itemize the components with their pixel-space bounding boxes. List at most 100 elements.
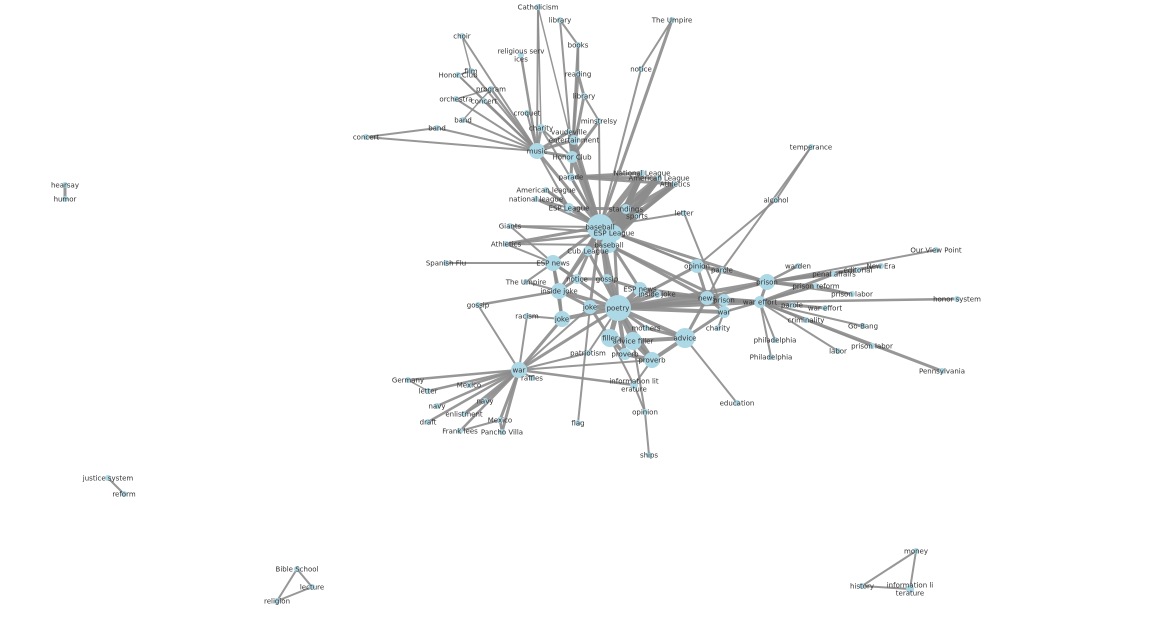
node-esp-league-top xyxy=(564,203,574,213)
node-label-filler: filler xyxy=(602,335,618,343)
node-label-religion: religion xyxy=(264,598,290,606)
node-label-navy-top: navy xyxy=(476,398,493,406)
node-prison xyxy=(759,274,775,290)
node-honor-club-top xyxy=(455,72,461,78)
node-new-era xyxy=(878,263,884,269)
node-label-patriotism: patriotism xyxy=(570,350,606,358)
node-label-library2: library xyxy=(573,93,596,101)
node-label-enlistment: enlistment xyxy=(445,411,483,419)
node-label-hearsay: hearsay xyxy=(51,182,79,190)
node-proverb xyxy=(619,348,631,360)
node-cub-league xyxy=(583,246,593,256)
node-frank-lees xyxy=(457,428,463,434)
node-label-pennsylvania: Pennsylvania xyxy=(919,368,965,376)
edge-cub-league-inside-joke xyxy=(558,250,589,292)
node-criminality xyxy=(803,317,809,323)
node-navy-top xyxy=(482,398,488,404)
node-editorial xyxy=(855,267,861,273)
node-warden xyxy=(795,263,801,269)
node-label-pancho-villa: Pancho Villa xyxy=(481,429,523,437)
node-parole xyxy=(719,267,725,273)
node-label-esp-news2: ESP news xyxy=(623,286,657,294)
node-label-sports: sports xyxy=(626,213,648,221)
node-the-umpire-top xyxy=(669,17,675,23)
node-label-mexico-top: Mexico xyxy=(457,382,481,390)
edge-band-top-program xyxy=(462,88,492,121)
node-label-parole2: parole xyxy=(781,302,803,310)
node-label-humor: humor xyxy=(54,196,77,204)
node-prison-reform xyxy=(813,283,819,289)
node-reform xyxy=(121,491,127,497)
node-athletics xyxy=(503,241,509,247)
node-choir xyxy=(459,33,465,39)
edge-enlistment-navy-top xyxy=(463,400,486,415)
edge-information-literature-opinion xyxy=(633,384,646,413)
node-label-navy: navy xyxy=(428,403,445,411)
node-war-mid xyxy=(718,306,730,318)
node-philadelphia-lower xyxy=(772,337,778,343)
edge-film-choir xyxy=(461,35,472,72)
node-esp-news xyxy=(545,255,561,271)
node-lecture xyxy=(309,584,315,590)
node-flag xyxy=(575,420,581,426)
node-proverb2 xyxy=(644,352,660,368)
node-parole2 xyxy=(789,302,795,308)
node-label-prison-labor: prison labor xyxy=(851,343,893,351)
node-label-joke: joke xyxy=(582,304,597,312)
node-reading xyxy=(575,71,581,77)
node-music xyxy=(529,143,545,159)
edge-lecture-religion xyxy=(276,586,313,602)
node-the-umpire xyxy=(523,279,529,285)
edge-notice-top-baseball xyxy=(599,68,642,228)
node-books xyxy=(575,42,581,48)
node-layer xyxy=(62,4,960,604)
edge-music-concert-top xyxy=(482,99,539,153)
node-label-prison2: prison xyxy=(713,297,735,305)
edge-war-effort-top-philadelphia-lower xyxy=(759,301,776,341)
edge-esp-news-athletics xyxy=(505,243,554,264)
node-label-program: program xyxy=(476,86,506,94)
node-inside-joke2 xyxy=(653,290,661,298)
edge-poetry-opinion-mid xyxy=(616,264,699,310)
edge-war-patriotism xyxy=(518,352,589,371)
edge-joke2-war xyxy=(517,317,564,372)
edge-bible-school-religion xyxy=(276,568,298,602)
edge-music-concert xyxy=(365,136,538,152)
node-label-athletics-top: Athletics xyxy=(660,181,691,189)
node-money xyxy=(913,548,919,554)
edge-music-religious-services xyxy=(519,53,539,153)
node-label-baseball: baseball xyxy=(585,224,614,232)
node-label-education: education xyxy=(720,400,755,408)
node-label-proverb: proverb xyxy=(611,351,639,359)
node-enlistment xyxy=(461,411,467,417)
edge-war-frank-lees xyxy=(458,368,521,433)
node-notice xyxy=(572,274,582,284)
edge-sports-athletics-top xyxy=(635,182,677,218)
node-giants xyxy=(507,223,513,229)
node-label-prison-reform: prison reform xyxy=(792,283,839,291)
node-alcohol xyxy=(773,197,779,203)
node-label-lecture: lecture xyxy=(300,584,324,592)
node-label-esp-league-top: ESP League xyxy=(549,205,590,213)
edge-war-effort-top-philadelphia xyxy=(759,301,772,358)
edge-opinion-ships xyxy=(644,411,650,456)
node-catholicism xyxy=(535,4,541,10)
node-label-music: music xyxy=(527,148,548,156)
node-pennsylvania xyxy=(939,368,945,374)
edge-esp-league-prison xyxy=(612,231,769,284)
node-advice-filler xyxy=(624,332,642,350)
node-label-spanish-flu: Spanish Flu xyxy=(426,260,466,268)
node-label-honor-club-top: Honor Club xyxy=(438,72,478,80)
edge-honor-club-top-concert-top xyxy=(457,74,485,102)
edge-vaudeville-baseball xyxy=(567,130,602,229)
node-information-literature xyxy=(630,381,638,389)
edge-band-concert xyxy=(365,127,438,138)
node-label-war-mid: war xyxy=(718,309,731,317)
node-information-literature2 xyxy=(906,585,914,593)
node-concert xyxy=(363,134,369,140)
node-war-effort xyxy=(822,305,828,311)
node-label-library1: library xyxy=(549,17,572,25)
node-label-concert: concert xyxy=(353,134,380,142)
